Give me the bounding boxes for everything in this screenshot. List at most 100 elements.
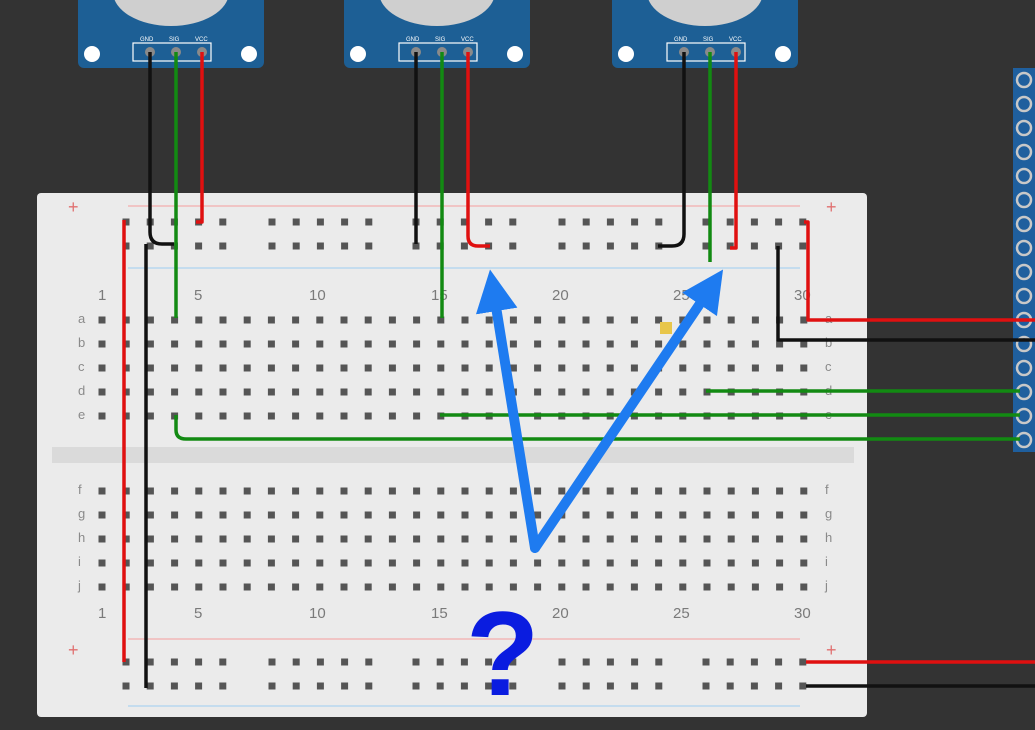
breadboard-hole [292, 364, 300, 372]
breadboard-hole [146, 364, 154, 372]
breadboard-hole [292, 511, 300, 519]
header-pin [1015, 215, 1033, 233]
breadboard-hole [364, 388, 372, 396]
breadboard-hole [267, 364, 275, 372]
row-label: i [78, 554, 81, 569]
row-label: d [78, 383, 85, 398]
breadboard-hole [341, 242, 349, 250]
breadboard-hole [582, 487, 590, 495]
breadboard-hole [195, 388, 203, 396]
breadboard-hole [243, 364, 251, 372]
breadboard-hole [219, 242, 227, 250]
breadboard-hole [98, 487, 106, 495]
arrow-left [475, 269, 540, 553]
breadboard-hole [364, 487, 372, 495]
breadboard-hole [436, 242, 444, 250]
col-label: 10 [309, 287, 326, 304]
breadboard-hole [679, 535, 687, 543]
header-pin [1015, 143, 1033, 161]
breadboard-hole [800, 316, 808, 324]
highlight-marker [660, 322, 672, 334]
breadboard-hole [219, 487, 227, 495]
breadboard-hole [606, 388, 614, 396]
breadboard-hole [195, 340, 203, 348]
breadboard-hole [340, 388, 348, 396]
breadboard-hole [703, 340, 711, 348]
breadboard-hole [679, 340, 687, 348]
breadboard-hole [98, 511, 106, 519]
breadboard-hole [146, 583, 154, 591]
breadboard-hole [365, 682, 373, 690]
breadboard-hole [582, 316, 590, 324]
breadboard-hole [534, 559, 542, 567]
breadboard-hole [509, 364, 517, 372]
breadboard-hole [365, 658, 373, 666]
breadboard-hole [702, 682, 710, 690]
breadboard-hole [631, 242, 639, 250]
breadboard-hole [122, 340, 130, 348]
breadboard-hole [703, 487, 711, 495]
breadboard-hole [460, 682, 468, 690]
breadboard-hole [485, 340, 493, 348]
breadboard-hole [800, 511, 808, 519]
breadboard-hole [461, 487, 469, 495]
breadboard-hole [655, 340, 663, 348]
wire-s1-gnd [148, 52, 174, 246]
breadboard-hole [485, 218, 493, 226]
breadboard-hole [413, 388, 421, 396]
breadboard-hole [485, 583, 493, 591]
breadboard-hole [341, 682, 349, 690]
breadboard-hole [195, 682, 203, 690]
breadboard-hole [461, 583, 469, 591]
breadboard-hole [412, 682, 420, 690]
col-label: 20 [552, 605, 569, 622]
breadboard-hole [292, 658, 300, 666]
breadboard-hole [655, 511, 663, 519]
breadboard-hole [388, 487, 396, 495]
breadboard-hole [316, 487, 324, 495]
breadboard-hole [316, 658, 324, 666]
breadboard-hole [219, 412, 227, 420]
breadboard-hole [170, 682, 178, 690]
breadboard-hole [655, 487, 663, 495]
breadboard-hole [606, 242, 614, 250]
breadboard-hole [413, 487, 421, 495]
breadboard-hole [485, 487, 493, 495]
breadboard-hole [461, 364, 469, 372]
breadboard-hole [606, 658, 614, 666]
breadboard-hole [364, 412, 372, 420]
breadboard-hole [582, 364, 590, 372]
breadboard-hole [606, 316, 614, 324]
pin-label: SIG [435, 37, 446, 43]
wire-s1-vcc [196, 52, 204, 224]
breadboard-hole [460, 218, 468, 226]
breadboard-hole [534, 487, 542, 495]
breadboard-hole [606, 218, 614, 226]
breadboard-hole [630, 559, 638, 567]
breadboard-hole [751, 487, 759, 495]
breadboard-hole [726, 218, 734, 226]
breadboard-hole [146, 658, 154, 666]
breadboard-hole [98, 559, 106, 567]
breadboard-hole [340, 487, 348, 495]
breadboard-hole [243, 316, 251, 324]
breadboard-hole [751, 316, 759, 324]
breadboard-hole [679, 583, 687, 591]
breadboard-hole [750, 682, 758, 690]
breadboard-hole [751, 559, 759, 567]
breadboard-hole [267, 412, 275, 420]
breadboard-hole [703, 364, 711, 372]
breadboard-hole [219, 583, 227, 591]
breadboard-hole [340, 583, 348, 591]
breadboard-hole [413, 340, 421, 348]
col-label: 1 [98, 287, 106, 304]
breadboard-hole [122, 682, 130, 690]
col-label: 30 [794, 605, 811, 622]
breadboard-hole [606, 340, 614, 348]
center-channel [52, 447, 854, 463]
breadboard-hole [146, 559, 154, 567]
breadboard-hole [340, 340, 348, 348]
breadboard-hole [751, 511, 759, 519]
sensor-dome [380, 0, 494, 26]
breadboard-hole [268, 658, 276, 666]
